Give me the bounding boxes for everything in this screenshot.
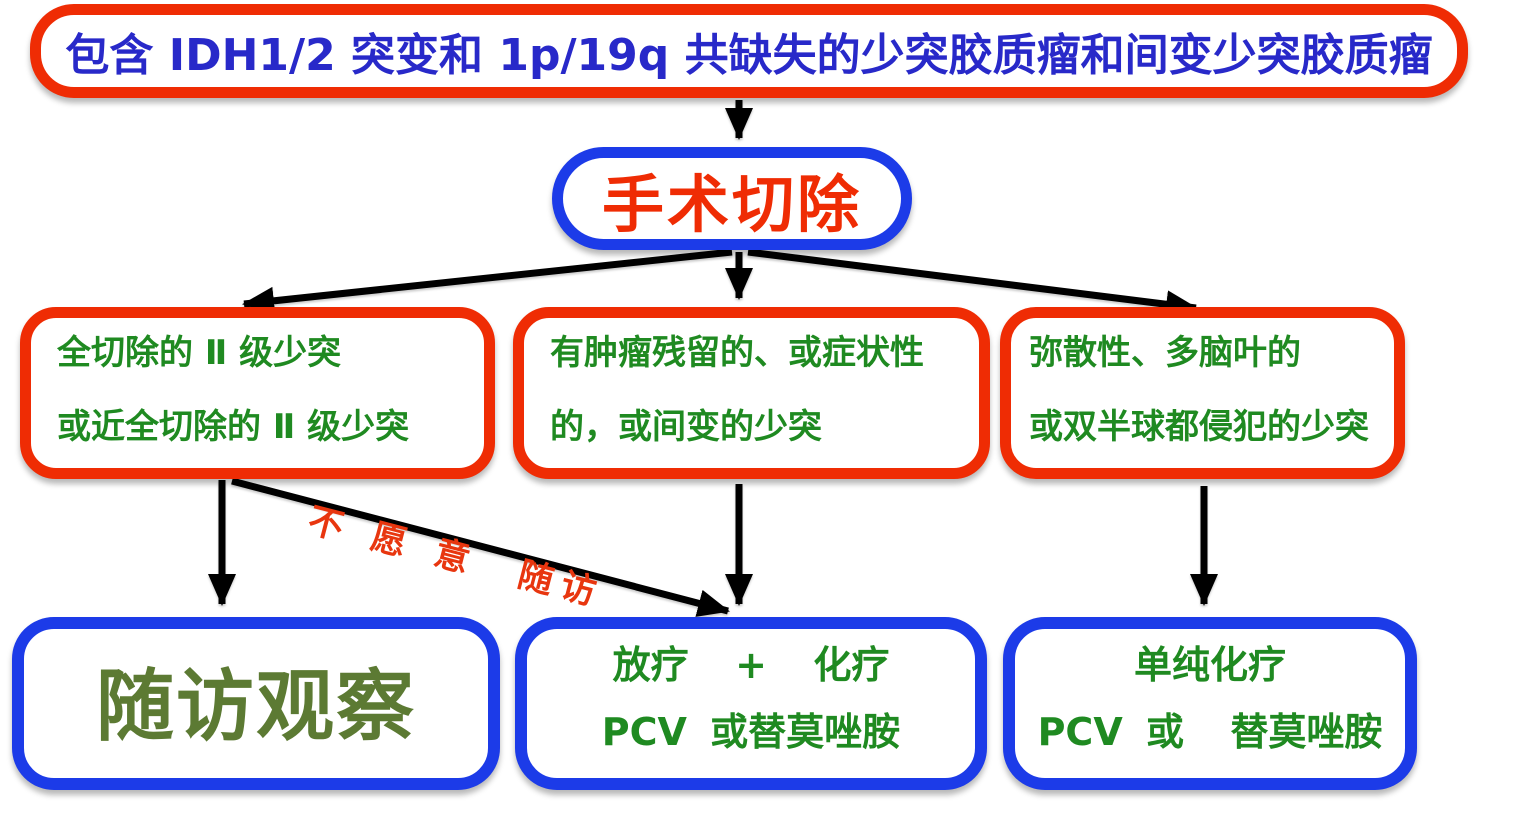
treatment-1-text: 随访观察: [95, 661, 416, 752]
treatment-node-3: 单纯化疗 PCV 或 替莫唑胺: [1003, 617, 1417, 790]
title-node: 包含 IDH1/2 突变和 1p/19q 共缺失的少突胶质瘤和间变少突胶质瘤: [30, 4, 1468, 98]
condition-node-1: 全切除的 Ⅱ 级少突 或近全切除的 Ⅱ 级少突: [20, 307, 495, 479]
surgery-text: 手术切除: [601, 167, 862, 241]
condition-2-line-1: 有肿瘤残留的、或症状性: [550, 333, 924, 373]
treatment-node-1: 随访观察: [12, 617, 500, 790]
condition-node-2: 有肿瘤残留的、或症状性 的，或间变的少突: [513, 307, 990, 479]
condition-2-line-2: 的，或间变的少突: [550, 406, 822, 447]
treatment-node-2: 放疗 + 化疗 PCV 或替莫唑胺: [515, 617, 987, 790]
treatment-3-line-1: 单纯化疗: [1133, 643, 1286, 687]
arrow-surgery-to-condition-1: [242, 248, 733, 315]
condition-3-line-2: 或双半球都侵犯的少突: [1029, 406, 1369, 447]
arrow-surgery-to-condition-3: [747, 248, 1198, 319]
condition-node-3: 弥散性、多脑叶的 或双半球都侵犯的少突: [1000, 307, 1405, 479]
treatment-2-line-1: 放疗 + 化疗: [612, 643, 890, 687]
treatment-3-line-2: PCV 或 替莫唑胺: [1037, 710, 1383, 755]
condition-1-line-1: 全切除的 Ⅱ 级少突: [57, 333, 342, 373]
title-text: 包含 IDH1/2 突变和 1p/19q 共缺失的少突胶质瘤和间变少突胶质瘤: [65, 30, 1433, 81]
condition-1-line-2: 或近全切除的 Ⅱ 级少突: [57, 406, 410, 447]
surgery-node: 手术切除: [552, 147, 912, 250]
condition-3-line-1: 弥散性、多脑叶的: [1029, 333, 1301, 373]
arrow-label-unwilling-followup: 不 愿 意 随访: [303, 500, 609, 616]
treatment-2-line-2: PCV 或替莫唑胺: [601, 710, 901, 755]
